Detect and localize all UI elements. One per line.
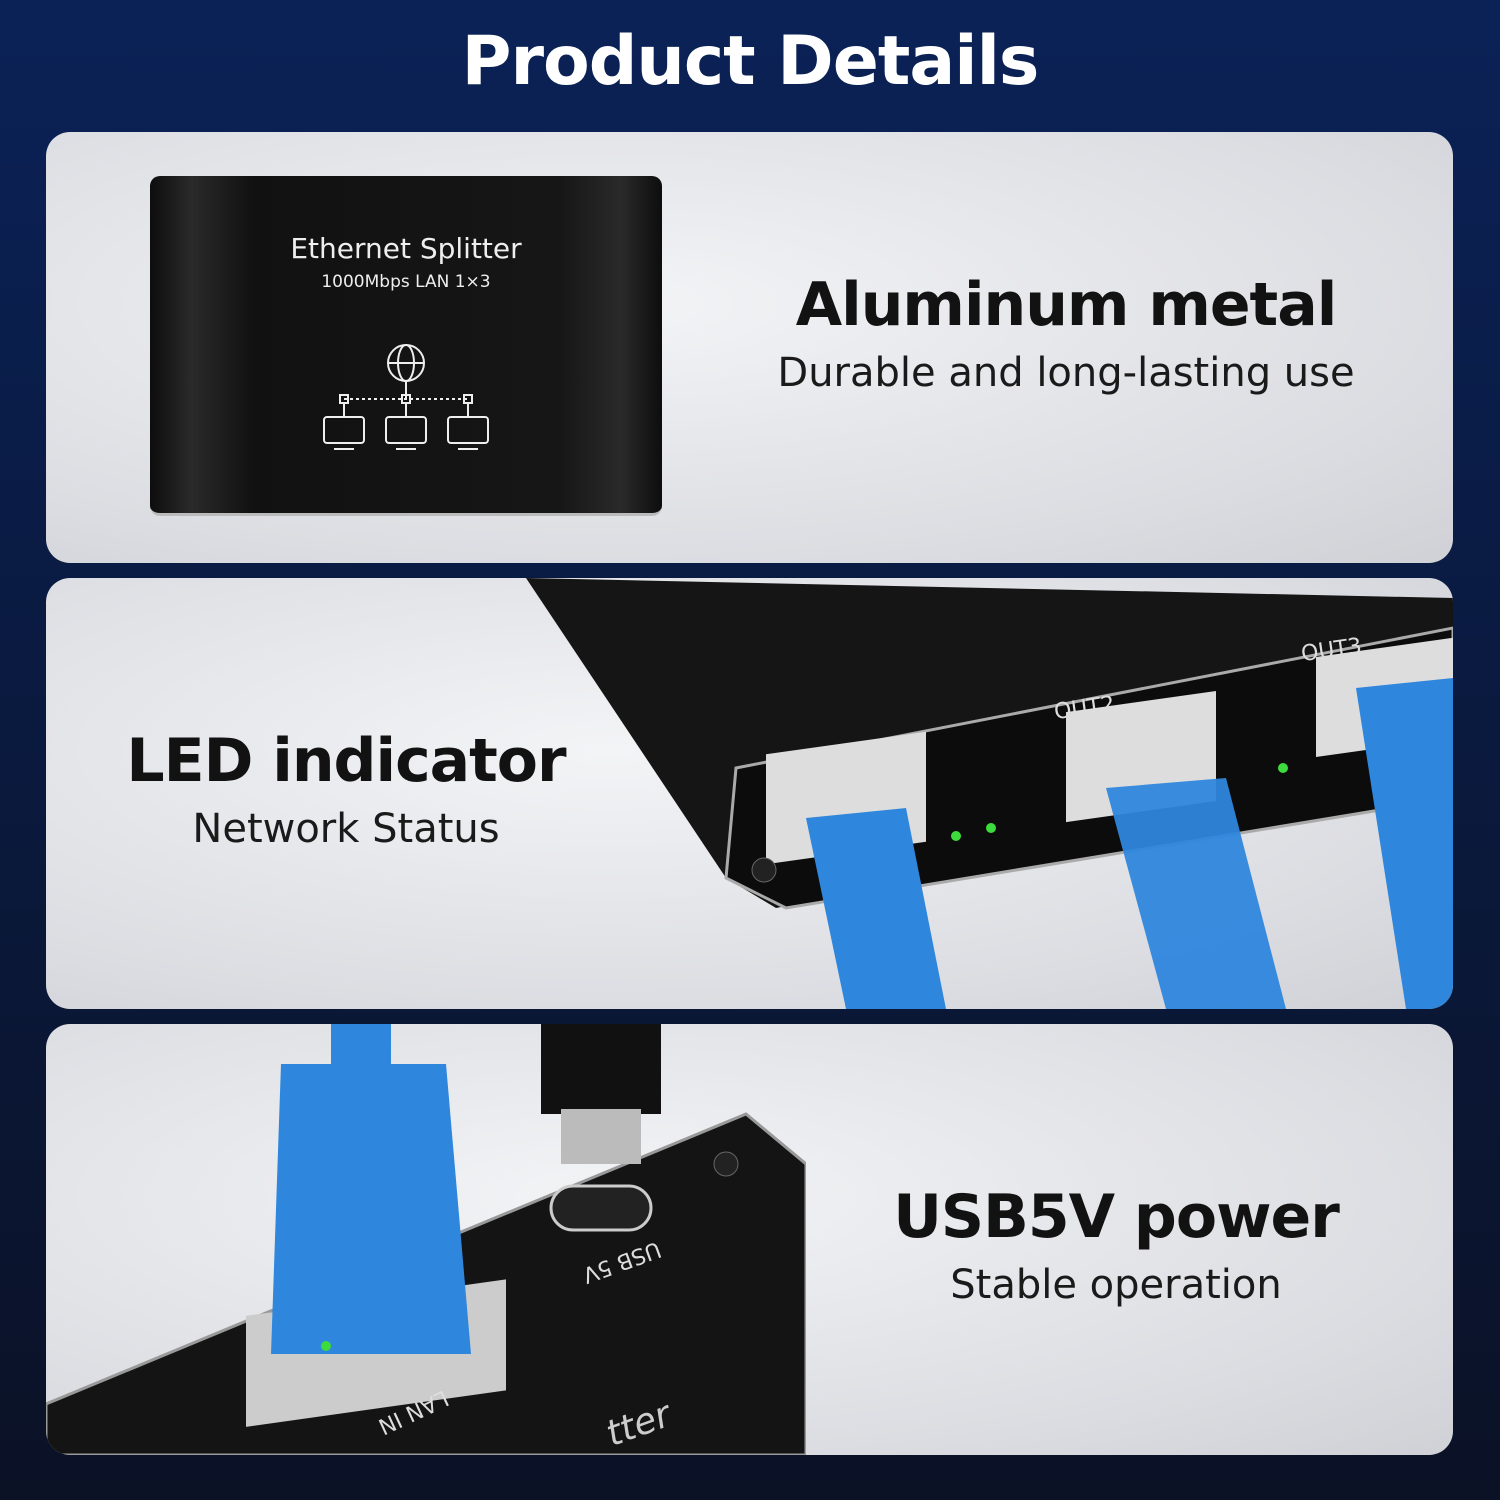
panel-heading: Aluminum metal xyxy=(795,270,1338,340)
cable-out3 xyxy=(1356,678,1453,1009)
usb-cable xyxy=(541,1024,661,1114)
cable-out1 xyxy=(806,808,946,1009)
panel-usb: USB 5V LAN IN tter USB5V power Stable op… xyxy=(46,1024,1453,1455)
device-sublabel: 1000Mbps LAN 1×3 xyxy=(321,272,491,292)
panel-subtitle: Network Status xyxy=(192,806,500,852)
page-title: Product Details xyxy=(461,22,1040,101)
panel-aluminum: Ethernet Splitter 1000Mbps LAN 1×3 Alumi… xyxy=(46,132,1453,563)
device-top-image: Ethernet Splitter 1000Mbps LAN 1×3 xyxy=(150,176,662,516)
network-topology-icon xyxy=(323,344,489,450)
device-front-image xyxy=(526,578,1453,1009)
cable-out2 xyxy=(1106,778,1286,1009)
led-light xyxy=(1278,763,1288,773)
panel-led: LED indicator Network Status OUT1 OUT2 O… xyxy=(46,578,1453,1009)
usb-c-port xyxy=(549,1184,653,1232)
device-label: Ethernet Splitter xyxy=(290,232,522,265)
lan-cable xyxy=(271,1064,471,1354)
panel-subtitle: Stable operation xyxy=(950,1262,1282,1308)
panel-heading: LED indicator xyxy=(126,726,566,796)
device-side-image xyxy=(46,1024,806,1455)
panel-heading: USB5V power xyxy=(893,1182,1340,1252)
led-light xyxy=(986,823,996,833)
led-light xyxy=(951,831,961,841)
panel-subtitle: Durable and long-lasting use xyxy=(777,350,1355,396)
